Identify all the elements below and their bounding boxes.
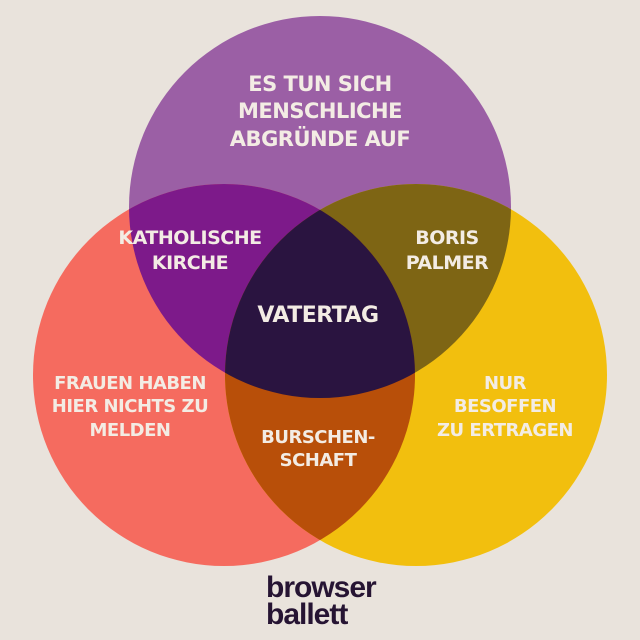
label-line: KIRCHE — [151, 251, 229, 274]
label-line: BORIS — [415, 227, 479, 249]
label-line: ABGRÜNDE AUF — [229, 126, 411, 151]
label-line: ES TUN SICH — [248, 72, 392, 96]
label-line: PALMER — [405, 251, 489, 274]
label-line: HIER NICHTS ZU — [51, 396, 209, 418]
top-circle-label: ES TUN SICH MENSCHLICHE ABGRÜNDE AUF — [229, 71, 411, 153]
left-circle-label: FRAUEN HABEN HIER NICHTS ZU MELDEN — [51, 372, 209, 442]
label-line: VATERTAG — [257, 303, 379, 328]
label-line: NUR — [483, 373, 527, 394]
label-line: MELDEN — [89, 419, 171, 441]
top-left-overlap-label: KATHOLISCHE KIRCHE — [118, 226, 262, 275]
label-line: ZU ERTRAGEN — [437, 419, 574, 441]
browser-ballett-logo: browser ballett — [266, 571, 377, 631]
logo-line: ballett — [266, 598, 348, 631]
label-line: BURSCHEN- — [261, 427, 375, 448]
left-right-overlap-label: BURSCHEN- SCHAFT — [261, 426, 375, 473]
right-circle-label: NUR BESOFFEN ZU ERTRAGEN — [437, 372, 574, 442]
label-line: MENSCHLICHE — [238, 99, 402, 124]
top-right-overlap-label: BORIS PALMER — [406, 226, 489, 275]
label-line: FRAUEN HABEN — [54, 373, 206, 394]
center-overlap — [225, 184, 415, 398]
center-overlap-label: VATERTAG — [257, 302, 379, 331]
logo-line: browser — [266, 571, 377, 604]
label-line: KATHOLISCHE — [118, 227, 262, 249]
label-line: BESOFFEN — [453, 396, 557, 418]
label-line: SCHAFT — [279, 450, 357, 472]
